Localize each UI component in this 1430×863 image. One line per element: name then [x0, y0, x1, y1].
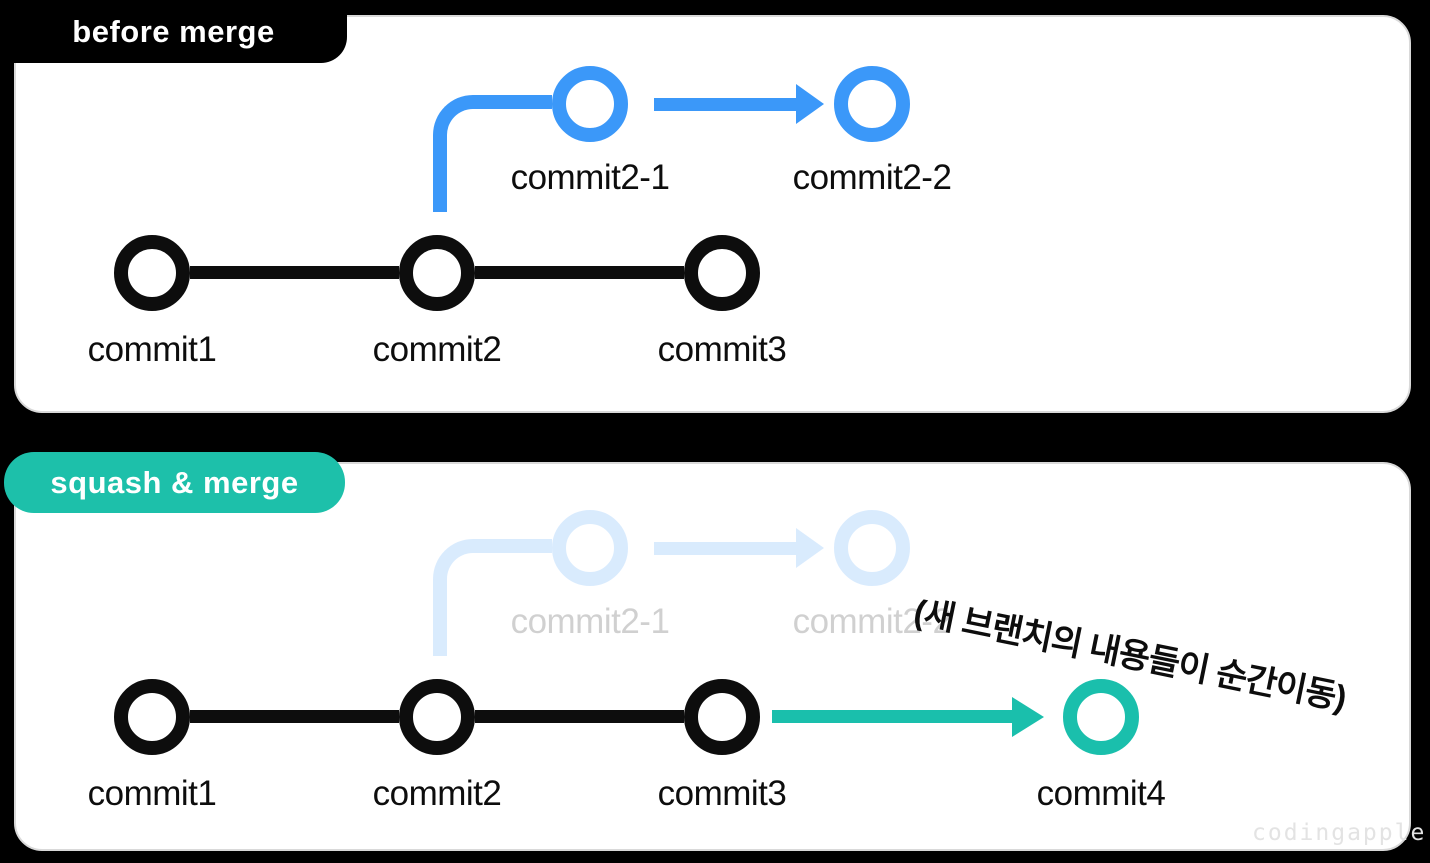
- main-line-segment: [475, 710, 684, 723]
- faded-commit-label: commit2-1: [510, 602, 670, 641]
- before-merge-badge: before merge: [0, 0, 347, 63]
- faded-branch-elbow-connector: [433, 539, 552, 656]
- commit-label: commit2: [372, 330, 502, 369]
- before-merge-panel: [14, 15, 1411, 413]
- commit-node-commit1: [114, 679, 190, 755]
- faded-commit-node-commit2-1: [552, 510, 628, 586]
- commit-node-commit3: [684, 679, 760, 755]
- faded-branch-arrowhead-icon: [796, 528, 824, 568]
- commit-node-commit2: [399, 235, 475, 311]
- commit-node-commit2-2: [834, 66, 910, 142]
- faded-commit-label: commit2-2: [792, 602, 952, 641]
- commit-node-commit3: [684, 235, 760, 311]
- branch-arrowhead-icon: [796, 84, 824, 124]
- commit-label: commit3: [657, 330, 787, 369]
- main-line-segment: [190, 266, 399, 279]
- commit-node-commit4: [1063, 679, 1139, 755]
- commit-label: commit2-2: [792, 158, 952, 197]
- faded-branch-arrow-line: [654, 542, 796, 555]
- commit-label: commit4: [1036, 774, 1166, 813]
- branch-elbow-connector: [433, 95, 552, 212]
- commit-label: commit2: [372, 774, 502, 813]
- branch-arrow-line: [654, 98, 796, 111]
- squash-merge-panel: [14, 462, 1411, 851]
- faded-commit-node-commit2-2: [834, 510, 910, 586]
- merge-arrowhead-icon: [1012, 697, 1044, 737]
- commit-node-commit2-1: [552, 66, 628, 142]
- commit-label: commit2-1: [510, 158, 670, 197]
- commit-label: commit3: [657, 774, 787, 813]
- commit-node-commit2: [399, 679, 475, 755]
- commit-label: commit1: [87, 330, 217, 369]
- main-line-segment: [475, 266, 684, 279]
- merge-arrow-line: [772, 710, 1012, 723]
- squash-merge-badge: squash & merge: [4, 452, 345, 513]
- commit-node-commit1: [114, 235, 190, 311]
- main-line-segment: [190, 710, 399, 723]
- commit-label: commit1: [87, 774, 217, 813]
- watermark-text: codingapple: [1252, 820, 1427, 846]
